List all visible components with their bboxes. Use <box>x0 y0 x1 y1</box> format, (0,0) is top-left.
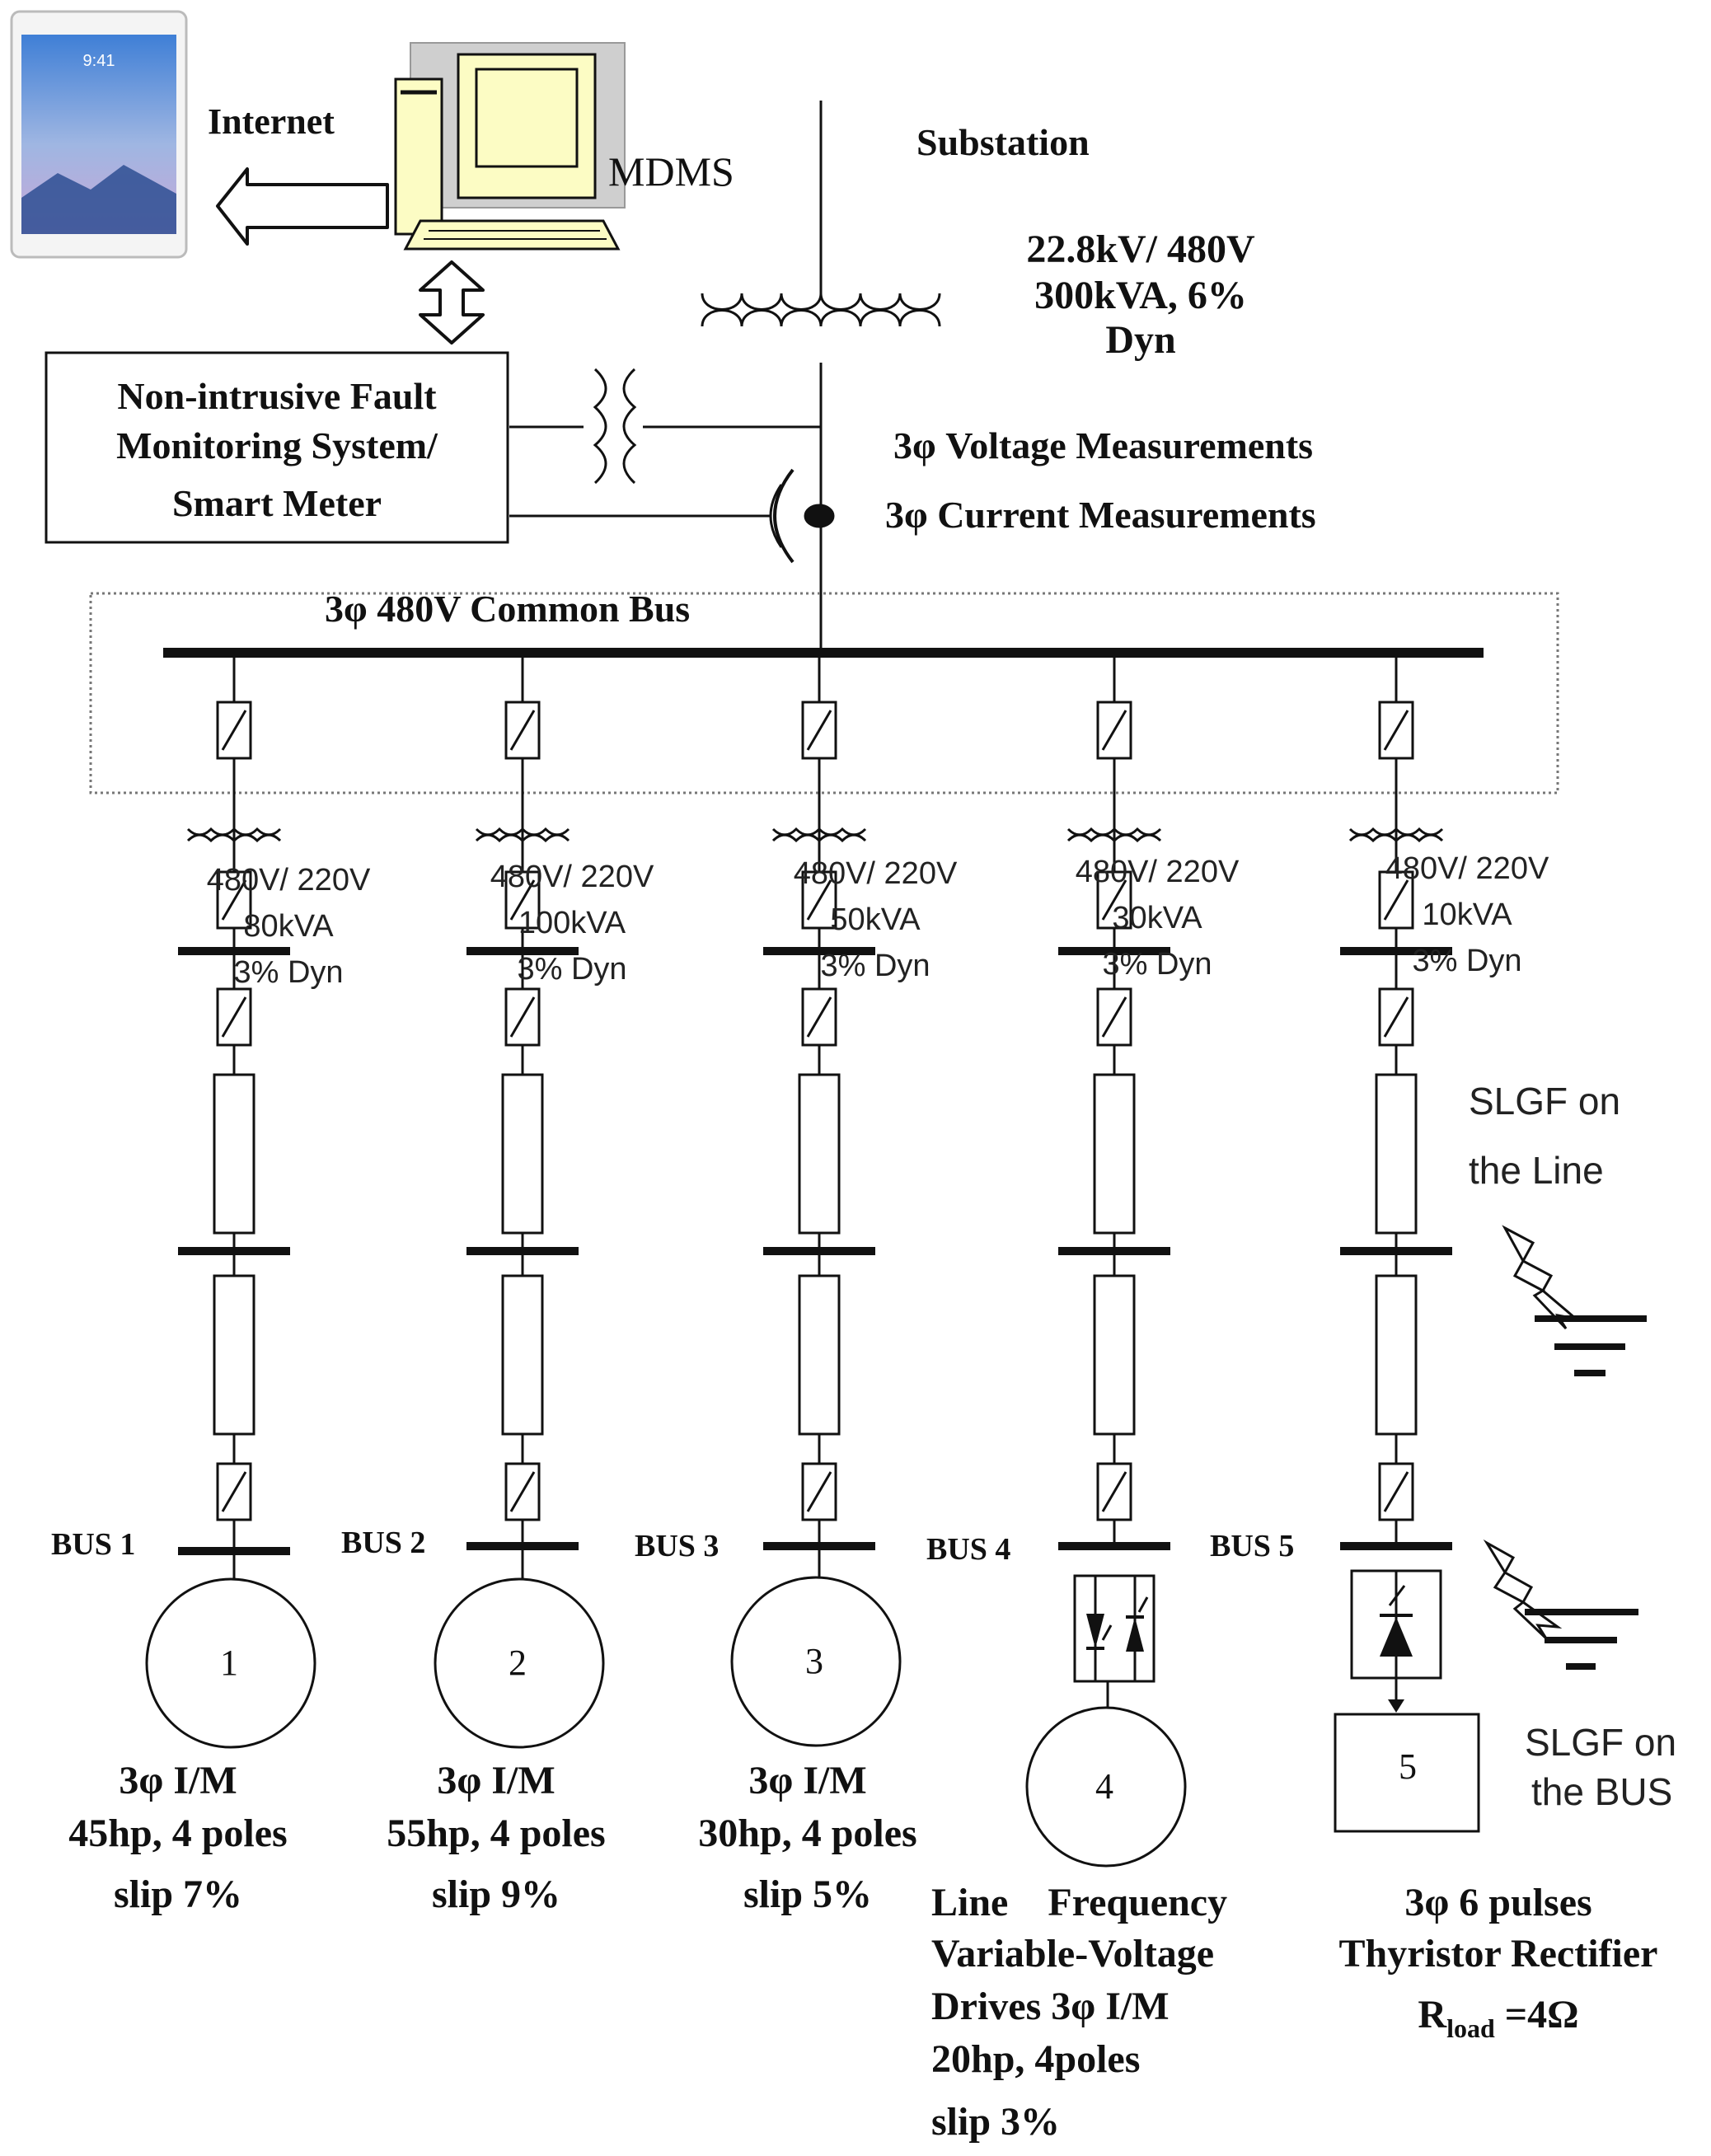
substation-feeder <box>509 101 941 653</box>
motor-2-number: 2 <box>509 1643 527 1683</box>
voltage-measurements-label: 3φ Voltage Measurements <box>893 424 1313 466</box>
load-5-desc-line-3: Rload =4Ω <box>1418 1993 1578 2043</box>
load-1-desc-line-1: 3φ I/M <box>119 1759 237 1802</box>
resistive-load-box <box>1334 1713 1480 1833</box>
bus-1-label: BUS 1 <box>51 1527 135 1562</box>
load-5-description: 3φ 6 pulses Thyristor Rectifier Rload =4… <box>1339 1881 1658 2043</box>
feeder-4-transformer-line-2: 30kVA <box>1112 901 1202 935</box>
feeder-1-transformer-line-1: 480V/ 220V <box>207 863 371 898</box>
feeder-3-transformer-line-2: 50kVA <box>830 902 921 937</box>
feeder-4-transformer-line-3: 3% Dyn <box>1102 947 1212 982</box>
load-2-desc-line-2: 55hp, 4 poles <box>387 1812 605 1855</box>
bus-2-label: BUS 2 <box>341 1526 425 1560</box>
vvd-box <box>1073 1574 1156 1683</box>
motor-1-number: 1 <box>220 1643 238 1683</box>
feeder-4-transformer-line-1: 480V/ 220V <box>1076 855 1240 889</box>
load-3-desc-line-1: 3φ I/M <box>748 1759 866 1802</box>
substation-transformer-2: 300kVA, 6% <box>1034 274 1247 317</box>
motor-1 <box>145 1577 316 1749</box>
nifms-line-1: Non-intrusive Fault <box>117 375 437 417</box>
motor-3 <box>730 1576 902 1747</box>
load-1-desc-line-3: slip 7% <box>114 1872 242 1916</box>
monitoring-system-box: Non-intrusive Fault Monitoring System/ S… <box>45 351 509 544</box>
motor-2 <box>434 1577 605 1749</box>
feeder-2-transformer-line-3: 3% Dyn <box>517 952 626 987</box>
feeder-1-transformer-line-3: 3% Dyn <box>233 955 343 990</box>
mdms-label: MDMS <box>608 148 734 195</box>
rload-symbol: R <box>1418 1993 1447 2036</box>
nifms-line-3: Smart Meter <box>172 482 382 524</box>
substation-transformer-1: 22.8kV/ 480V <box>1026 227 1255 271</box>
load-3-description: 3φ I/M 30hp, 4 poles slip 5% <box>698 1759 916 1916</box>
load-5-number: 5 <box>1399 1746 1417 1787</box>
load-5-desc-line-1: 3φ 6 pulses <box>1404 1881 1591 1924</box>
rload-value: =4Ω <box>1495 1993 1579 2036</box>
tablet-time: 9:41 <box>83 52 115 70</box>
load-4-desc-line-4: 20hp, 4poles <box>931 2037 1140 2081</box>
feeder-5-transformer-line-2: 10kVA <box>1422 898 1512 932</box>
feeder-5: BUS 5 480V/ 220V 10kVA 3% Dyn 5 <box>1210 653 1549 1833</box>
thyristor-icon <box>1380 1617 1413 1657</box>
load-2-description: 3φ I/M 55hp, 4 poles slip 9% <box>387 1759 605 1916</box>
load-3-desc-line-2: 30hp, 4 poles <box>698 1812 916 1855</box>
motor-3-number: 3 <box>805 1641 823 1681</box>
feeder-2-transformer-line-2: 100kVA <box>518 906 626 940</box>
rload-subscript: load <box>1446 2013 1495 2043</box>
load-1-desc-line-2: 45hp, 4 poles <box>68 1812 287 1855</box>
load-4-description: Line Frequency Variable-Voltage Drives 3… <box>931 1881 1227 2144</box>
feeder-5-transformer-line-3: 3% Dyn <box>1412 944 1521 978</box>
load-4-desc-line-2: Variable-Voltage <box>931 1932 1214 1976</box>
internet-label: Internet <box>208 101 335 142</box>
tablet-icon: 9:41 <box>10 10 188 259</box>
bus-4-label: BUS 4 <box>926 1532 1010 1567</box>
line-fault-label-1: SLGF on <box>1469 1080 1620 1123</box>
substation-label: Substation <box>916 121 1090 163</box>
bus-fault-lightning-icon <box>1483 1539 1638 1670</box>
bus-fault-label-2: the BUS <box>1531 1770 1672 1813</box>
substation-transformer-3: Dyn <box>1105 318 1175 362</box>
feeder-2-transformer-line-1: 480V/ 220V <box>490 860 654 894</box>
current-measurements-label: 3φ Current Measurements <box>885 494 1316 536</box>
feeder-3-transformer-line-3: 3% Dyn <box>820 949 930 983</box>
feeder-5-transformer-line-1: 480V/ 220V <box>1385 851 1549 886</box>
load-1-description: 3φ I/M 45hp, 4 poles slip 7% <box>68 1759 287 1916</box>
line-fault-lightning-icon <box>1502 1225 1647 1376</box>
line-fault-label-2: the Line <box>1469 1149 1604 1192</box>
load-3-desc-line-3: slip 5% <box>743 1872 872 1916</box>
computer-icon <box>394 42 626 251</box>
load-4-desc-line-1: Line Frequency <box>931 1881 1227 1924</box>
feeder-1: BUS 1 480V/ 220V 80kVA 3% Dyn 1 <box>51 653 371 1749</box>
feeder-3-transformer-line-1: 480V/ 220V <box>794 856 958 891</box>
motor-4-number: 4 <box>1095 1766 1113 1807</box>
load-4-desc-line-3: Drives 3φ I/M <box>931 1985 1170 2028</box>
common-bus-enclosure <box>89 592 1559 794</box>
feeder-4: BUS 4 480V/ 220V 30kVA 3% Dyn 4 <box>926 653 1240 1868</box>
nifms-line-2: Monitoring System/ <box>116 424 438 466</box>
load-2-desc-line-1: 3φ I/M <box>437 1759 555 1802</box>
bus-fault-label-1: SLGF on <box>1525 1721 1676 1764</box>
feeder-1-transformer-line-2: 80kVA <box>243 909 334 944</box>
feeder-2: BUS 2 480V/ 220V 100kVA 3% Dyn 2 <box>341 653 654 1749</box>
bus-5-label: BUS 5 <box>1210 1529 1294 1563</box>
internet-arrow <box>216 167 389 246</box>
motor-4 <box>1025 1706 1187 1868</box>
load-4-desc-line-5: slip 3% <box>931 2100 1060 2144</box>
load-2-desc-line-3: slip 9% <box>432 1872 560 1916</box>
bus-3-label: BUS 3 <box>635 1529 719 1563</box>
bidirectional-arrow <box>419 260 485 344</box>
feeder-3: BUS 3 480V/ 220V 50kVA 3% Dyn 3 <box>635 653 958 1747</box>
common-bus-label: 3φ 480V Common Bus <box>325 588 690 630</box>
load-5-desc-line-2: Thyristor Rectifier <box>1339 1932 1658 1976</box>
